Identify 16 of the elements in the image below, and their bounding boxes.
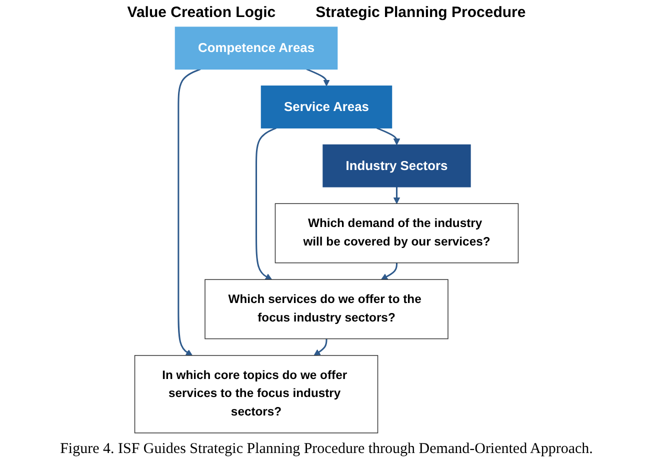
node-box: In which core topics do we offer services to the focus industry sectors?	[134, 355, 378, 434]
node-box: Service Areas	[260, 86, 392, 128]
arrow	[380, 262, 398, 280]
column-heading: Strategic Planning Procedure	[316, 4, 526, 21]
figure-caption: Figure 4. ISF Guides Strategic Planning Procedure through Demand-Oriented Approach.	[60, 441, 593, 458]
arrow	[178, 68, 201, 356]
arrow	[393, 186, 400, 204]
arrow	[376, 127, 400, 146]
arrow	[306, 68, 330, 86]
node-box: Competence Areas	[174, 26, 338, 70]
node-box: Which demand of the industry will be covered by our services?	[274, 203, 519, 264]
column-heading: Value Creation Logic	[127, 4, 276, 21]
node-box: Industry Sectors	[322, 144, 471, 188]
arrow	[314, 338, 328, 356]
node-box: Which services do we offer to the focus industry sectors?	[204, 279, 448, 340]
arrow	[256, 127, 276, 280]
